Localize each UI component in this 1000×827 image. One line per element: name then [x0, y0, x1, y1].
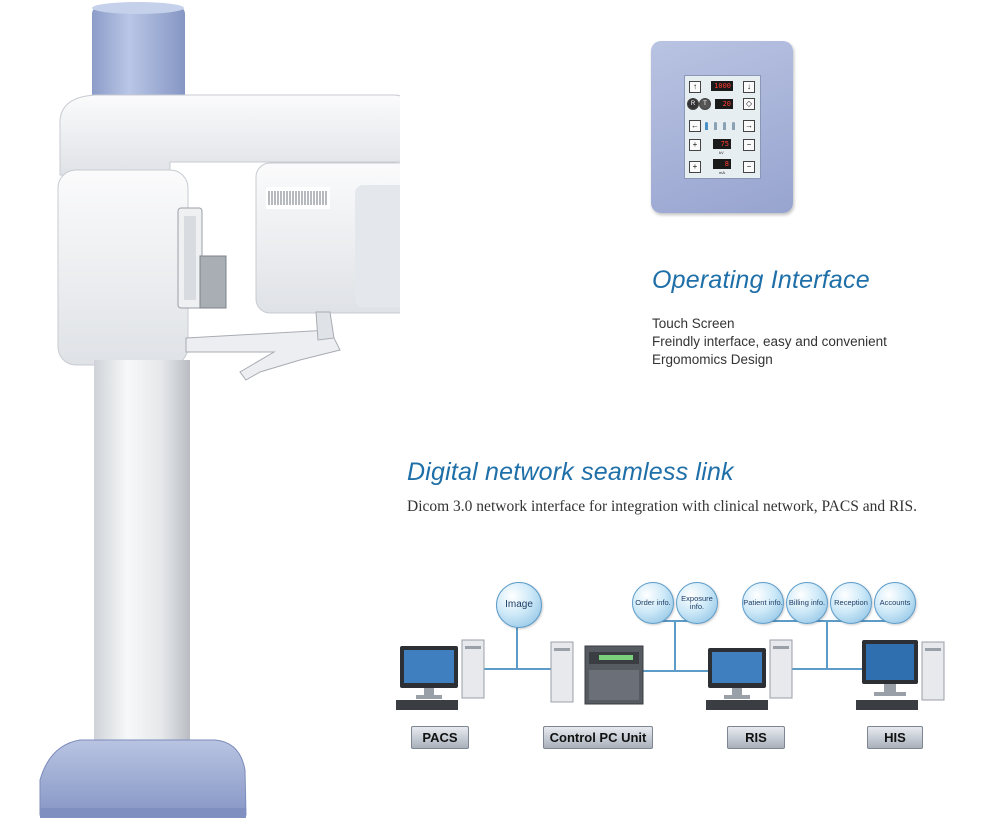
feature-item: Ergomomics Design	[652, 352, 773, 367]
bubble-image: Image	[496, 582, 542, 628]
ma-minus-button[interactable]: −	[743, 161, 755, 173]
kv-minus-button[interactable]: −	[743, 139, 755, 151]
link-pacs-control	[470, 668, 566, 670]
settings-icon[interactable]: ◇	[743, 98, 755, 110]
station-label-ris: RIS	[727, 726, 785, 749]
link-image	[516, 624, 518, 670]
link-control-ris	[643, 670, 713, 672]
patient-medium-icon[interactable]	[723, 122, 726, 130]
pacs-computer-icon	[396, 639, 485, 710]
his-computer-icon	[856, 640, 945, 710]
control-panel-touch-screen: ↑ 1000 ↓ R T 20 ◇ ← → + 75 kV − + 8 mA −	[684, 75, 761, 179]
t-button[interactable]: T	[699, 98, 711, 110]
kv-plus-button[interactable]: +	[689, 139, 701, 151]
bubble-accounts: Accounts	[874, 582, 916, 624]
bubble-billing-info: Billing info.	[786, 582, 828, 624]
bubble-reception: Reception	[830, 582, 872, 624]
bubble-exposure-info: Exposure info.	[676, 582, 718, 624]
operating-features-list: Touch Screen Freindly interface, easy an…	[652, 315, 887, 369]
patient-large-icon[interactable]	[732, 122, 735, 130]
panoramic-xray-machine-illustration	[39, 2, 400, 818]
r-button[interactable]: R	[687, 98, 699, 110]
down-arrow-icon[interactable]: ↓	[743, 81, 755, 93]
unit-ma: mA	[719, 170, 725, 175]
control-pc-unit-icon	[550, 641, 644, 705]
feature-item: Freindly interface, easy and convenient	[652, 334, 887, 349]
bubble-order-info: Order info.	[632, 582, 674, 624]
display-kv: 75	[713, 139, 731, 149]
left-arrow-icon[interactable]: ←	[689, 120, 701, 132]
station-label-control-pc-unit: Control PC Unit	[543, 726, 653, 749]
link-order-exposure-top	[655, 620, 699, 622]
up-arrow-icon[interactable]: ↑	[689, 81, 701, 93]
ris-computer-icon	[706, 639, 793, 710]
station-label-pacs: PACS	[411, 726, 469, 749]
network-description: Dicom 3.0 network interface for integrat…	[407, 498, 917, 515]
link-bubbles-top	[762, 620, 892, 622]
display-1: 1000	[711, 81, 733, 91]
station-label-his: HIS	[867, 726, 923, 749]
ma-plus-button[interactable]: +	[689, 161, 701, 173]
display-2: 20	[715, 99, 733, 109]
link-order-exposure	[674, 620, 676, 672]
unit-kv: kV	[719, 150, 724, 155]
link-ris-his	[782, 668, 867, 670]
bubble-patient-info: Patient info.	[742, 582, 784, 624]
right-arrow-icon[interactable]: →	[743, 120, 755, 132]
operating-interface-title: Operating Interface	[652, 266, 870, 294]
patient-child-icon[interactable]	[705, 122, 708, 130]
link-ris-his-bubbles	[826, 620, 828, 670]
patient-small-icon[interactable]	[714, 122, 717, 130]
feature-item: Touch Screen	[652, 316, 735, 331]
display-ma: 8	[713, 159, 731, 169]
network-title: Digital network seamless link	[407, 458, 734, 486]
